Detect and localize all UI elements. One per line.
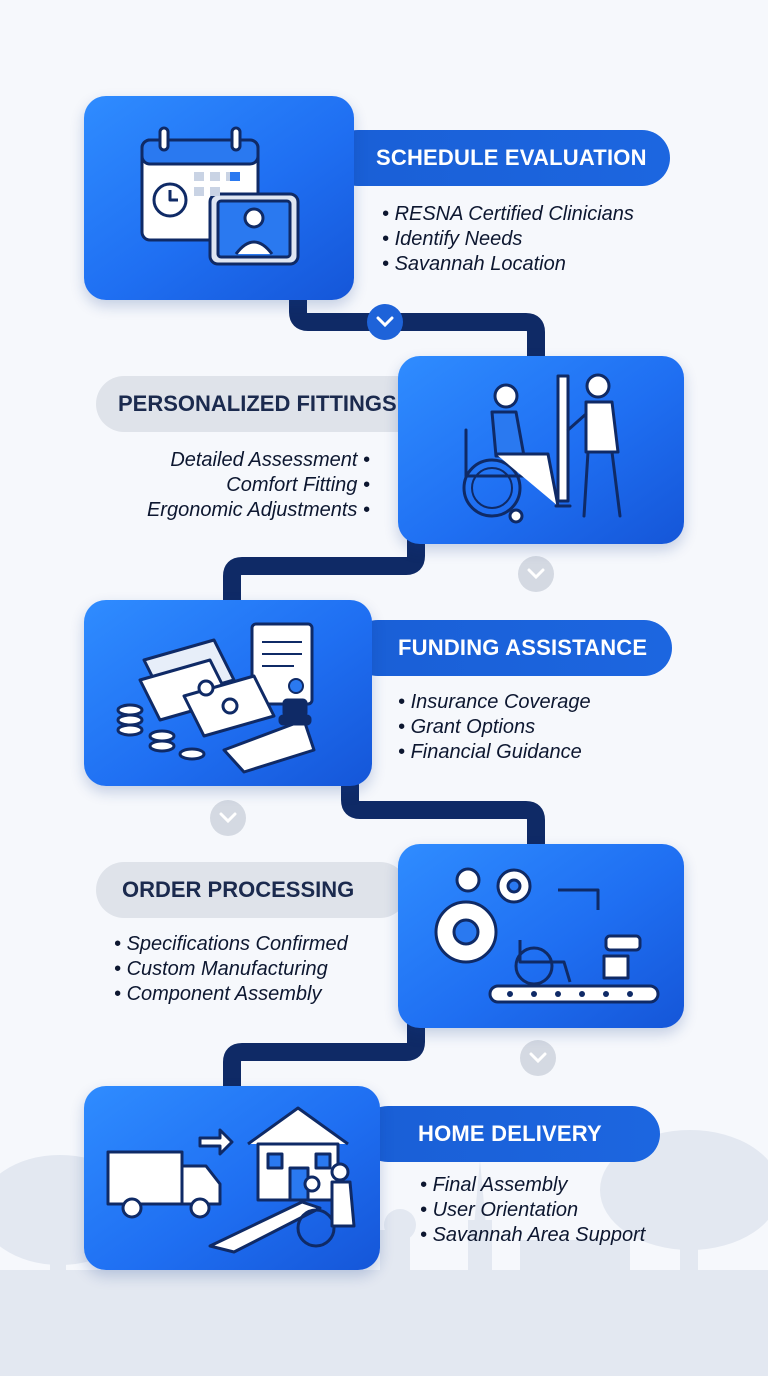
step-card-personalized-fittings <box>398 356 684 544</box>
bullet-item: Savannah Area Support <box>420 1223 646 1248</box>
gears-conveyor-icon <box>434 867 660 1004</box>
step-card-home-delivery <box>84 1086 380 1270</box>
step-title-pill: PERSONALIZED FITTINGS <box>96 376 426 432</box>
chevron-down-icon <box>520 1040 556 1076</box>
bullet-item: Custom Manufacturing <box>114 957 348 982</box>
step-bullet-list: RESNA Certified Clinicians Identify Need… <box>382 202 634 277</box>
step-card-order-processing <box>398 844 684 1028</box>
step-title: HOME DELIVERY <box>418 1121 602 1146</box>
bullet-item: Grant Options <box>398 715 591 740</box>
bullet-item: Specifications Confirmed <box>114 932 348 957</box>
chevron-down-icon <box>210 800 246 836</box>
step-card-schedule-evaluation <box>84 96 354 300</box>
step-title: ORDER PROCESSING <box>122 877 355 902</box>
bullet-item: Detailed Assessment <box>147 448 370 473</box>
bullet-item: Final Assembly <box>420 1173 645 1198</box>
step-title: SCHEDULE EVALUATION <box>376 145 647 170</box>
bullet-item: Component Assembly <box>114 982 348 1007</box>
step-title-pill: FUNDING ASSISTANCE <box>350 620 672 676</box>
step-card-funding-assistance <box>84 600 372 786</box>
bullet-item: RESNA Certified Clinicians <box>382 202 634 227</box>
step-title-pill: ORDER PROCESSING <box>96 862 408 918</box>
chevron-down-icon <box>518 556 554 592</box>
bullet-item: Insurance Coverage <box>398 690 591 715</box>
step-title: FUNDING ASSISTANCE <box>398 635 648 660</box>
step-title-pill: SCHEDULE EVALUATION <box>330 130 670 186</box>
bullet-item: Ergonomic Adjustments <box>147 498 370 523</box>
step-bullet-list: Detailed Assessment Comfort Fitting Ergo… <box>147 448 370 523</box>
wheelchair-fitting-icon <box>462 373 622 524</box>
bullet-item: User Orientation <box>420 1198 645 1223</box>
step-bullet-list: Final Assembly User Orientation Savannah… <box>420 1173 646 1248</box>
bullet-item: Financial Guidance <box>398 740 591 765</box>
step-title: PERSONALIZED FITTINGS <box>118 391 397 416</box>
calendar-tablet-icon <box>140 126 300 266</box>
bullet-item: Comfort Fitting <box>147 473 370 498</box>
money-documents-icon <box>116 622 316 774</box>
truck-house-icon <box>106 1106 356 1254</box>
bullet-item: Savannah Location <box>382 252 634 277</box>
chevron-down-icon <box>367 304 403 340</box>
step-title-pill: HOME DELIVERY <box>360 1106 660 1162</box>
step-bullet-list: Specifications Confirmed Custom Manufact… <box>114 932 348 1007</box>
step-bullet-list: Insurance Coverage Grant Options Financi… <box>398 690 591 765</box>
bullet-item: Identify Needs <box>382 227 634 252</box>
